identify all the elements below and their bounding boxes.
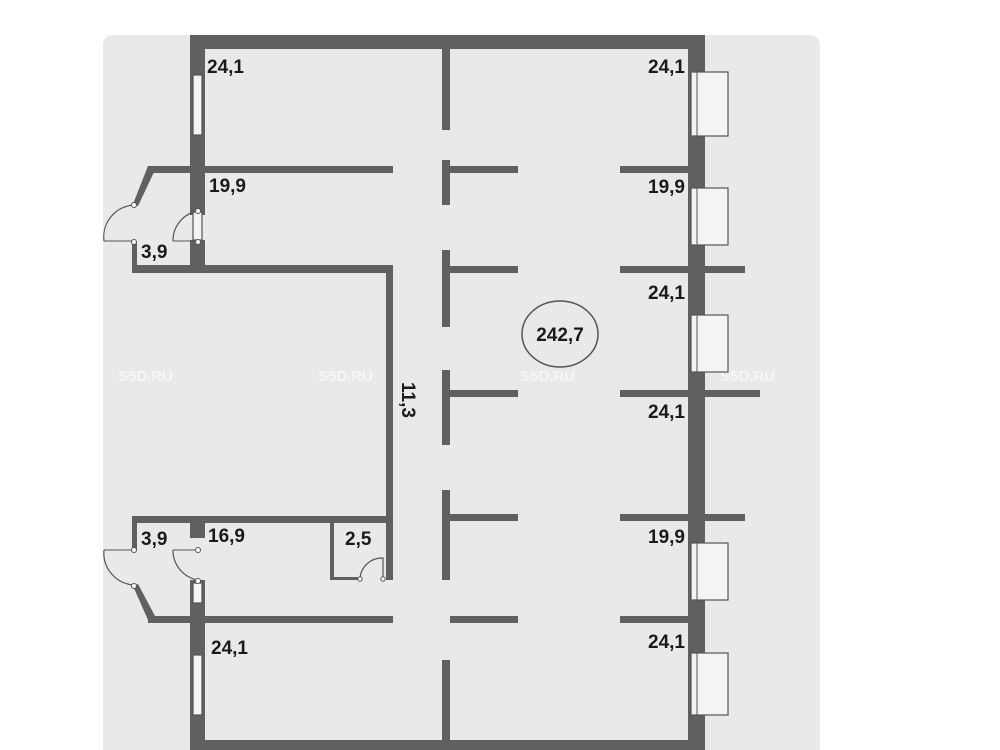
total-area-label: 242,7 <box>536 325 584 346</box>
room-label: 24,1 <box>648 402 685 423</box>
window <box>192 654 203 716</box>
central-wall <box>442 49 518 740</box>
watermark: S5D.RU <box>520 368 575 385</box>
room-label: 3,9 <box>141 529 167 550</box>
door-swing <box>172 210 199 242</box>
room-label: 24,1 <box>207 57 244 78</box>
room-label: 24,1 <box>648 632 685 653</box>
room-label: 24,1 <box>211 638 248 659</box>
room-labels: 24,1 19,9 3,9 3,9 16,9 2,5 24,1 24,1 19,… <box>141 57 685 659</box>
door-swing <box>103 204 135 242</box>
door-swing <box>359 557 384 580</box>
room-label: 19,9 <box>209 176 246 197</box>
room-label: 19,9 <box>648 527 685 548</box>
corridor-area-label: 11,3 <box>397 382 418 418</box>
window <box>690 71 729 137</box>
window <box>192 582 203 604</box>
room-label: 19,9 <box>648 177 685 198</box>
watermark: S5D.RU <box>118 368 173 385</box>
door-swing <box>172 549 199 581</box>
doors <box>103 202 386 589</box>
window <box>192 211 203 241</box>
window <box>690 542 729 601</box>
room-label: 2,5 <box>345 529 372 550</box>
window <box>690 314 729 373</box>
total-area-marker <box>521 300 599 368</box>
watermark: S5D.RU <box>720 368 775 385</box>
room-label: 24,1 <box>648 283 685 304</box>
interior-walls-left <box>132 166 393 623</box>
watermarks: S5D.RU S5D.RU S5D.RU S5D.RU <box>118 368 775 385</box>
window <box>690 652 729 716</box>
room-label: 3,9 <box>141 242 167 263</box>
windows <box>192 71 729 716</box>
door-swing <box>103 549 135 586</box>
window <box>192 74 203 136</box>
room-label: 16,9 <box>208 526 245 547</box>
window <box>690 187 729 246</box>
room-label: 24,1 <box>648 57 685 78</box>
watermark: S5D.RU <box>318 368 373 385</box>
interior-walls-right <box>620 166 760 623</box>
